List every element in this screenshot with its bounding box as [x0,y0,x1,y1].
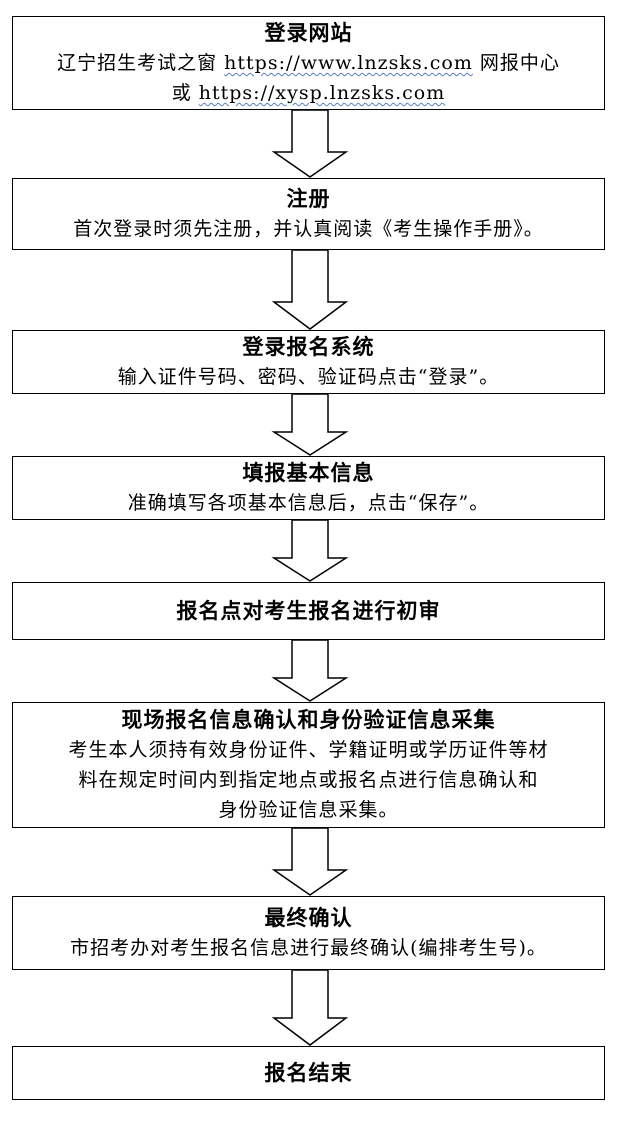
step-box-register: 注册 首次登录时须先注册，并认真阅读《考生操作手册》。 [12,178,605,250]
step-desc: 市招考办对考生报名信息进行最终确认(编排考生号)。 [70,937,547,959]
step-title: 最终确认 [264,905,353,930]
down-arrow-icon [270,828,350,896]
step-box-preliminary-review: 报名点对考生报名进行初审 [12,582,605,640]
down-arrow-icon [270,640,350,702]
step-desc-line: 身份验证信息采集。 [218,799,399,821]
step-box-login-system: 登录报名系统 输入证件号码、密码、验证码点击“登录”。 [12,330,605,394]
step-title: 现场报名信息确认和身份验证信息采集 [121,707,496,732]
or-text: 或 [171,82,199,104]
down-arrow-icon [270,394,350,456]
website-link-secondary[interactable]: https://xysp.lnzsks.com [198,82,446,104]
step-title: 报名点对考生报名进行初审 [176,598,441,623]
step-box-registration-end: 报名结束 [12,1046,605,1100]
step-desc-line: 料在规定时间内到指定地点或报名点进行信息确认和 [78,769,539,791]
step-title: 填报基本信息 [242,460,375,485]
step-desc: 准确填写各项基本信息后，点击“保存”。 [127,492,490,514]
site-center-text: 网报中心 [472,52,560,74]
step-box-final-confirmation: 最终确认 市招考办对考生报名信息进行最终确认(编排考生号)。 [12,896,605,970]
step-title: 报名结束 [264,1060,353,1085]
step-box-login-website: 登录网站 辽宁招生考试之窗 https://www.lnzsks.com 网报中… [12,16,605,110]
step-title: 登录网站 [264,20,353,45]
step-box-fill-info: 填报基本信息 准确填写各项基本信息后，点击“保存”。 [12,456,605,520]
down-arrow-icon [270,110,350,178]
step-desc: 输入证件号码、密码、验证码点击“登录”。 [117,366,500,388]
step-title: 登录报名系统 [242,334,375,359]
step-desc-line: 或 https://xysp.lnzsks.com [172,78,446,108]
step-desc: 首次登录时须先注册，并认真阅读《考生操作手册》。 [73,218,544,240]
website-link-primary[interactable]: https://www.lnzsks.com [224,52,473,74]
down-arrow-icon [270,250,350,330]
step-desc-line: 考生本人须持有效身份证件、学籍证明或学历证件等材 [68,739,549,761]
site-name-text: 辽宁招生考试之窗 [57,52,225,74]
step-box-onsite-confirmation: 现场报名信息确认和身份验证信息采集 考生本人须持有效身份证件、学籍证明或学历证件… [12,702,605,828]
down-arrow-icon [270,970,350,1046]
step-desc-line: 辽宁招生考试之窗 https://www.lnzsks.com 网报中心 [57,48,560,78]
down-arrow-icon [270,520,350,582]
step-title: 注册 [286,186,331,211]
